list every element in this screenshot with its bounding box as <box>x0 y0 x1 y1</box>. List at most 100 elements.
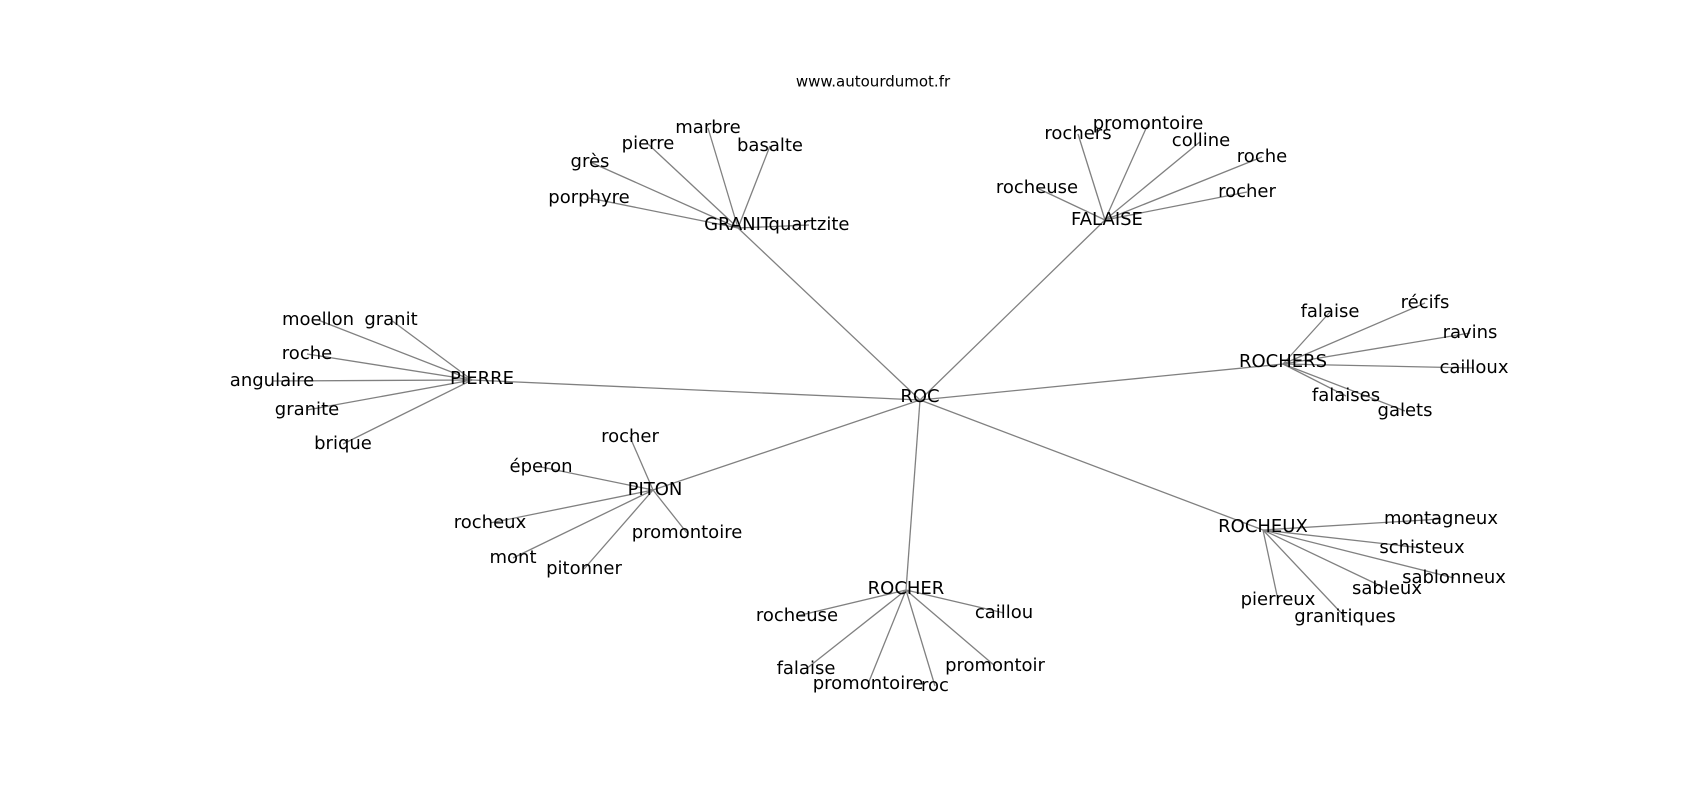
edge-rocheux-leaf <box>1262 529 1346 618</box>
edge-piton-leaf <box>512 489 654 559</box>
leaf-node[interactable]: caillou <box>975 602 1033 623</box>
leaf-node[interactable]: moellon <box>282 309 354 330</box>
leaf-node[interactable]: rocheuse <box>996 177 1078 198</box>
leaf-node[interactable]: sablonneux <box>1402 567 1506 588</box>
edge-piton-leaf <box>489 489 654 524</box>
leaf-node[interactable]: granite <box>275 399 339 420</box>
edge-rochers-leaf <box>1282 363 1347 397</box>
edge-rochers-leaf <box>1282 363 1475 369</box>
leaf-node[interactable]: brique <box>314 433 372 454</box>
leaf-node[interactable]: granitiques <box>1294 606 1396 627</box>
edge-pierre-leaf <box>390 319 473 381</box>
edge-rocheux-leaf <box>1262 529 1455 579</box>
edge-piton-leaf <box>540 466 654 491</box>
edge-rocher-leaf <box>905 589 996 667</box>
edge-root-pierre <box>471 379 921 401</box>
leaf-node[interactable]: promontoire <box>1093 113 1204 134</box>
leaf-node[interactable]: rocheuse <box>756 605 838 626</box>
edge-rocheux-leaf <box>1262 518 1442 531</box>
leaf-node[interactable]: rochers <box>1044 123 1111 144</box>
edge-root-granit <box>737 227 921 401</box>
edge-pierre-leaf <box>317 319 473 381</box>
leaf-node[interactable]: éperon <box>510 456 573 477</box>
leaf-node[interactable]: rocheux <box>454 512 527 533</box>
leaf-node[interactable]: roche <box>1237 146 1287 167</box>
leaf-node[interactable]: rocher <box>1218 181 1276 202</box>
leaf-node[interactable]: roche <box>282 343 332 364</box>
hub-node-rocher[interactable]: ROCHER <box>868 578 945 599</box>
edge-rochers-leaf <box>1282 302 1426 365</box>
leaf-node[interactable]: schisteux <box>1379 537 1465 558</box>
leaf-node[interactable]: porphyre <box>548 187 629 208</box>
edge-falaise-leaf <box>1104 140 1202 221</box>
leaf-node[interactable]: pitonner <box>546 558 622 579</box>
root-node[interactable]: ROC <box>900 386 939 407</box>
edge-root-rocher <box>905 399 921 591</box>
leaf-node[interactable]: colline <box>1172 130 1230 151</box>
edge-pierre-leaf <box>306 379 473 411</box>
leaf-node[interactable]: falaise <box>777 658 836 679</box>
edge-rocheux-leaf <box>1262 529 1279 601</box>
edge-rocher-leaf <box>805 589 907 670</box>
hub-node-pierre[interactable]: PIERRE <box>450 368 514 389</box>
edge-falaise-leaf <box>1104 123 1149 221</box>
leaf-node[interactable]: montagneux <box>1384 508 1498 529</box>
hub-node-rocheux[interactable]: ROCHEUX <box>1218 516 1308 537</box>
hub-node-piton[interactable]: PITON <box>628 479 683 500</box>
leaf-node[interactable]: basalte <box>737 135 803 156</box>
edge-pierre-leaf <box>342 379 473 445</box>
edge-granit-leaf <box>737 224 810 229</box>
leaf-node[interactable]: grès <box>571 151 610 172</box>
leaf-node[interactable]: pierre <box>622 133 675 154</box>
leaf-node[interactable]: angulaire <box>230 370 314 391</box>
edge-granit-leaf <box>707 127 739 229</box>
edge-falaise-leaf <box>1077 133 1106 221</box>
edge-rocher-leaf <box>905 589 1005 614</box>
leaf-node[interactable]: promontoir <box>945 655 1045 676</box>
leaf-node[interactable]: promontoire <box>632 522 743 543</box>
leaf-node[interactable]: galets <box>1378 400 1433 421</box>
leaf-node[interactable]: falaise <box>1301 301 1360 322</box>
edge-rocheux-leaf <box>1262 529 1423 549</box>
site-url: www.autourdumot.fr <box>796 73 951 91</box>
edge-root-falaise <box>919 219 1106 401</box>
leaf-node[interactable]: sableux <box>1352 578 1422 599</box>
leaf-node[interactable]: quartzite <box>769 214 850 235</box>
edge-granit-leaf <box>737 145 771 229</box>
edge-piton-leaf <box>583 489 654 570</box>
edge-falaise-leaf <box>1036 187 1106 221</box>
edge-rocher-leaf <box>867 589 907 685</box>
edge-granit-leaf <box>589 161 739 229</box>
edge-granit-leaf <box>647 143 739 229</box>
leaf-node[interactable]: falaises <box>1312 385 1380 406</box>
hub-node-granit[interactable]: GRANIT <box>704 214 773 235</box>
edge-granit-leaf <box>588 197 739 229</box>
edge-falaise-leaf <box>1104 156 1263 221</box>
leaf-node[interactable]: ravins <box>1443 322 1498 343</box>
leaf-node[interactable]: roc <box>921 675 949 696</box>
hub-node-rochers[interactable]: ROCHERS <box>1239 351 1327 372</box>
leaf-node[interactable]: marbre <box>675 117 740 138</box>
edge-rocheux-leaf <box>1262 529 1388 590</box>
edge-root-rochers <box>919 363 1284 401</box>
edge-rochers-leaf <box>1282 363 1406 412</box>
edge-root-rocheux <box>919 399 1264 531</box>
leaf-node[interactable]: granit <box>364 309 417 330</box>
leaf-node[interactable]: cailloux <box>1439 357 1508 378</box>
edge-falaise-leaf <box>1104 191 1248 221</box>
edge-rochers-leaf <box>1282 332 1471 365</box>
leaf-node[interactable]: promontoire <box>813 673 924 694</box>
leaf-node[interactable]: récifs <box>1401 292 1450 313</box>
edge-piton-leaf <box>629 436 654 491</box>
edge-pierre-leaf <box>306 353 473 381</box>
leaf-node[interactable]: mont <box>489 547 536 568</box>
edge-rochers-leaf <box>1282 311 1331 365</box>
leaf-node[interactable]: pierreux <box>1241 589 1316 610</box>
edge-rocher-leaf <box>796 589 907 617</box>
edge-piton-leaf <box>652 489 688 534</box>
edge-pierre-leaf <box>271 379 473 382</box>
hub-node-falaise[interactable]: FALAISE <box>1071 209 1143 230</box>
leaf-node[interactable]: rocher <box>601 426 659 447</box>
